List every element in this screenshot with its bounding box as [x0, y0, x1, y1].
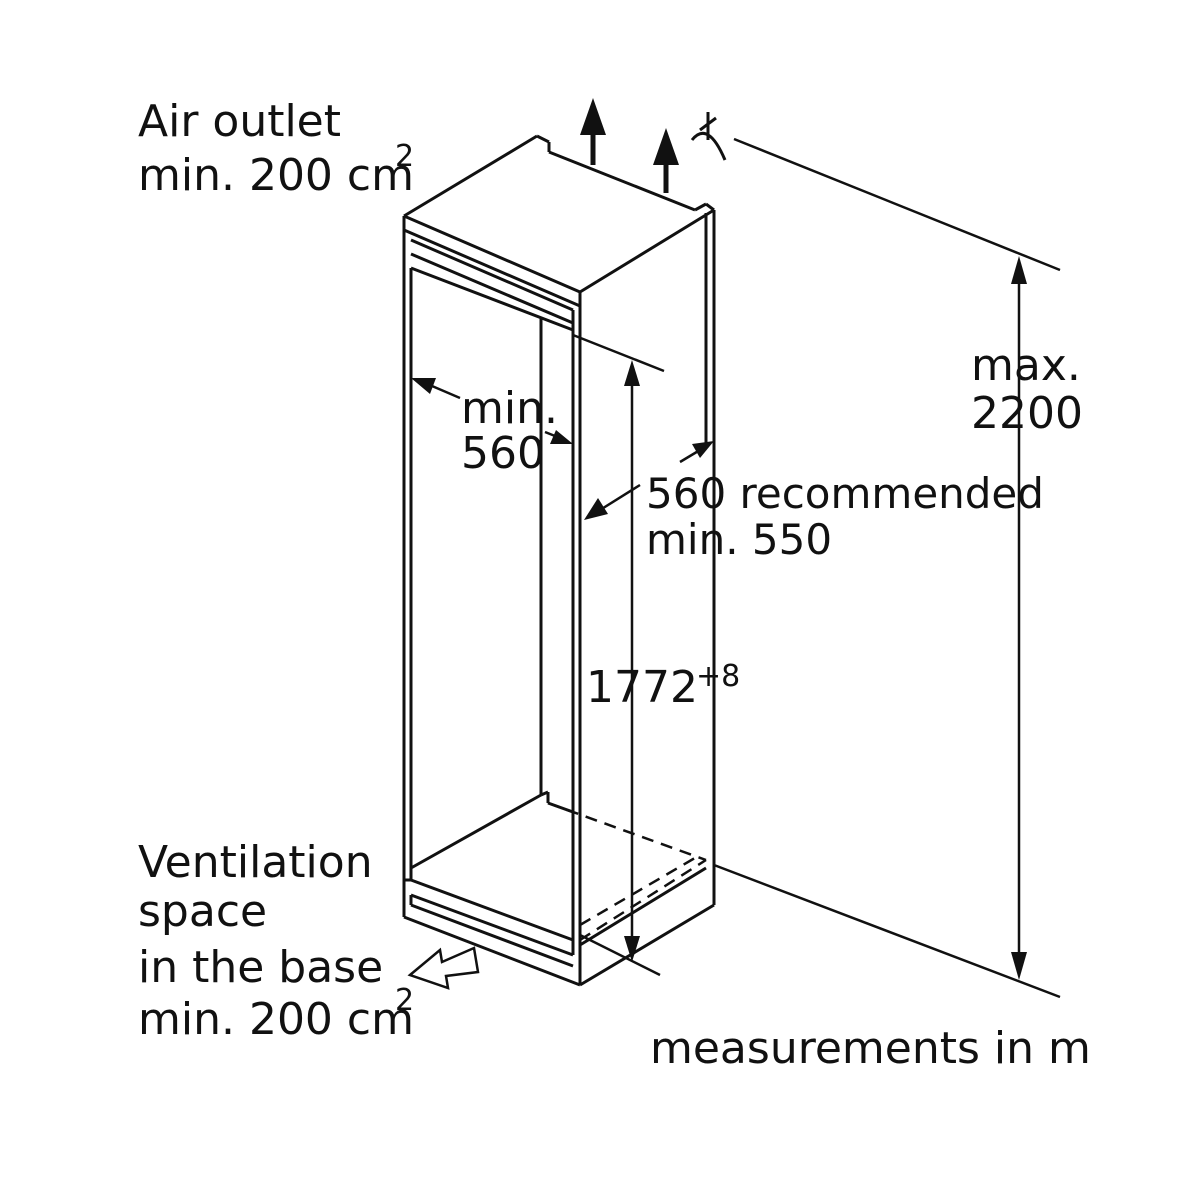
max-height-value: 2200 — [971, 388, 1083, 439]
ventilation-min: min. 200 cm — [138, 994, 414, 1045]
air-outlet-arrows — [580, 98, 679, 193]
width-dimension — [411, 378, 573, 444]
ventilation-superscript: 2 — [395, 983, 414, 1018]
units-footer: measurements in m — [650, 1023, 1091, 1074]
niche-height-value: 1772 — [586, 662, 698, 713]
max-height-dimension — [713, 137, 1061, 999]
depth-label-recommended: 560 recommended — [646, 469, 1044, 518]
width-label-value: 560 — [461, 428, 545, 479]
ventilation-label: Ventilation — [138, 837, 373, 888]
niche-height-dimension — [572, 333, 665, 977]
depth-label-min: min. 550 — [646, 515, 832, 564]
max-height-label: max. — [971, 340, 1081, 391]
air-outlet-label: Air outlet — [138, 96, 341, 147]
ventilation-inlet-arrow-icon — [407, 946, 480, 990]
air-outlet-min: min. 200 cm — [138, 150, 414, 201]
reference-mark-icon — [690, 112, 727, 161]
ventilation-space-label: space — [138, 886, 267, 937]
niche-height-tolerance: +8 — [696, 659, 740, 694]
cabinet-niche — [402, 134, 716, 987]
ventilation-base-label: in the base — [138, 942, 383, 993]
depth-dimension — [584, 441, 714, 520]
air-outlet-superscript: 2 — [395, 139, 414, 174]
width-label-min: min. — [461, 383, 558, 434]
